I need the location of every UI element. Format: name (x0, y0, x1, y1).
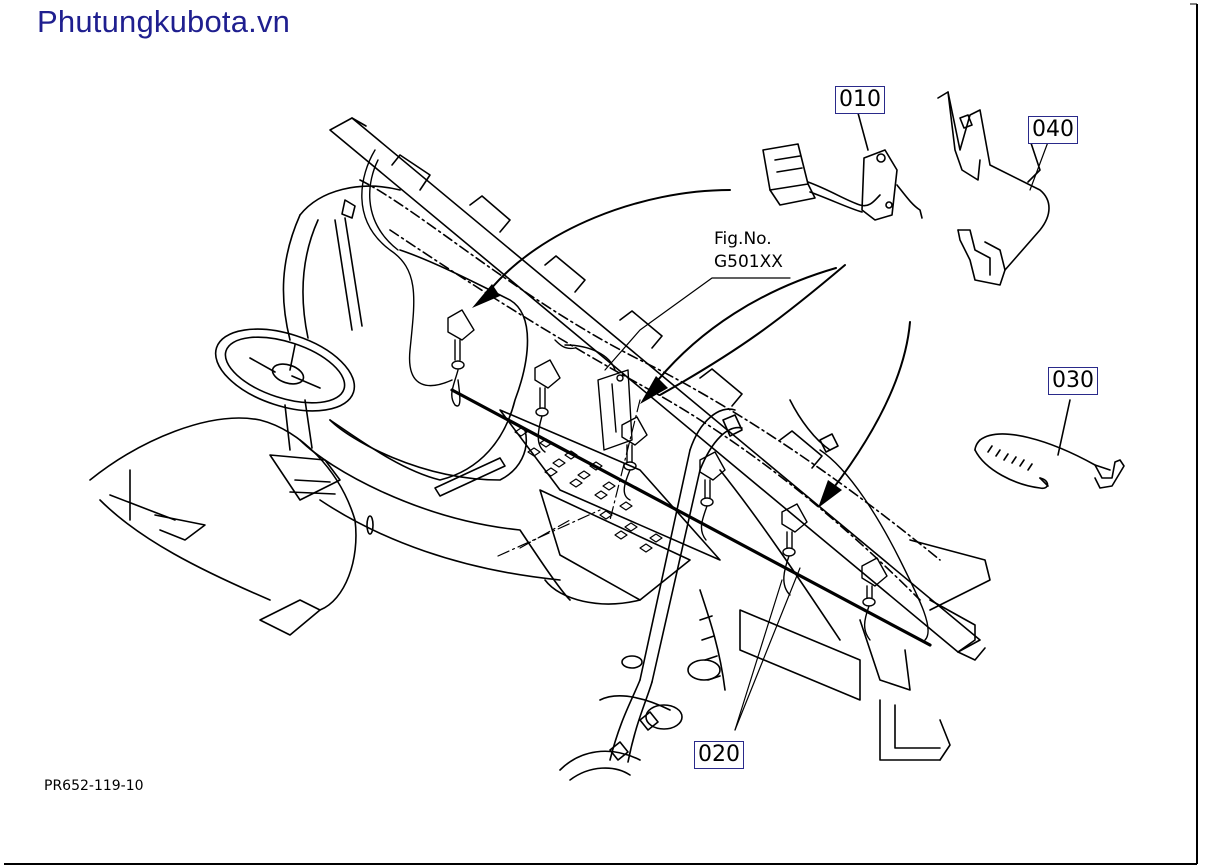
clip-6 (861, 557, 888, 641)
leader-020 (734, 567, 801, 731)
arrow-to-clip-3b (659, 264, 846, 396)
arrow-heads (472, 284, 842, 508)
drawing-number: PR652-119-10 (44, 778, 144, 794)
fig-ref-leader (604, 277, 791, 371)
dashboard-top-rail (329, 117, 986, 661)
clip-switches (447, 309, 888, 641)
leader-040 (1029, 141, 1049, 191)
bracket-center (597, 369, 633, 451)
floor-plate (499, 409, 721, 605)
harness-cable (361, 149, 929, 641)
right-body (719, 399, 991, 761)
leader-lines (497, 399, 641, 557)
brand-logo-text: Phutungkubota.vn (37, 4, 291, 39)
part-030-cable-tie (974, 399, 1125, 490)
fig-ref-label: Fig.No. (714, 229, 772, 249)
seat-outline (299, 249, 571, 601)
clip-4 (699, 451, 726, 541)
floor-diamonds (514, 427, 663, 553)
part-label-040[interactable]: 040 (1028, 116, 1078, 144)
clip-2 (534, 359, 561, 453)
fig-ref-code: G501XX (714, 252, 783, 272)
roll-bar (282, 185, 401, 341)
part-label-030[interactable]: 030 (1048, 367, 1098, 395)
figure-reference[interactable]: Fig.No. G501XX (714, 228, 783, 274)
part-label-010[interactable]: 010 (835, 86, 885, 114)
hood-left (89, 417, 357, 636)
main-harness-line (450, 388, 932, 647)
arrows (489, 189, 911, 491)
right-post (609, 408, 743, 763)
clip-5 (781, 503, 808, 596)
arrow-to-clip-3 (657, 267, 837, 381)
arrow-to-clip-5 (831, 321, 911, 491)
steering-bellows (559, 589, 726, 781)
arrow-to-clip-1 (489, 189, 731, 291)
part-label-020[interactable]: 020 (694, 741, 744, 769)
part-040-bracket (937, 91, 1050, 286)
steering-wheel (214, 328, 356, 451)
part-010-switch (762, 112, 923, 221)
